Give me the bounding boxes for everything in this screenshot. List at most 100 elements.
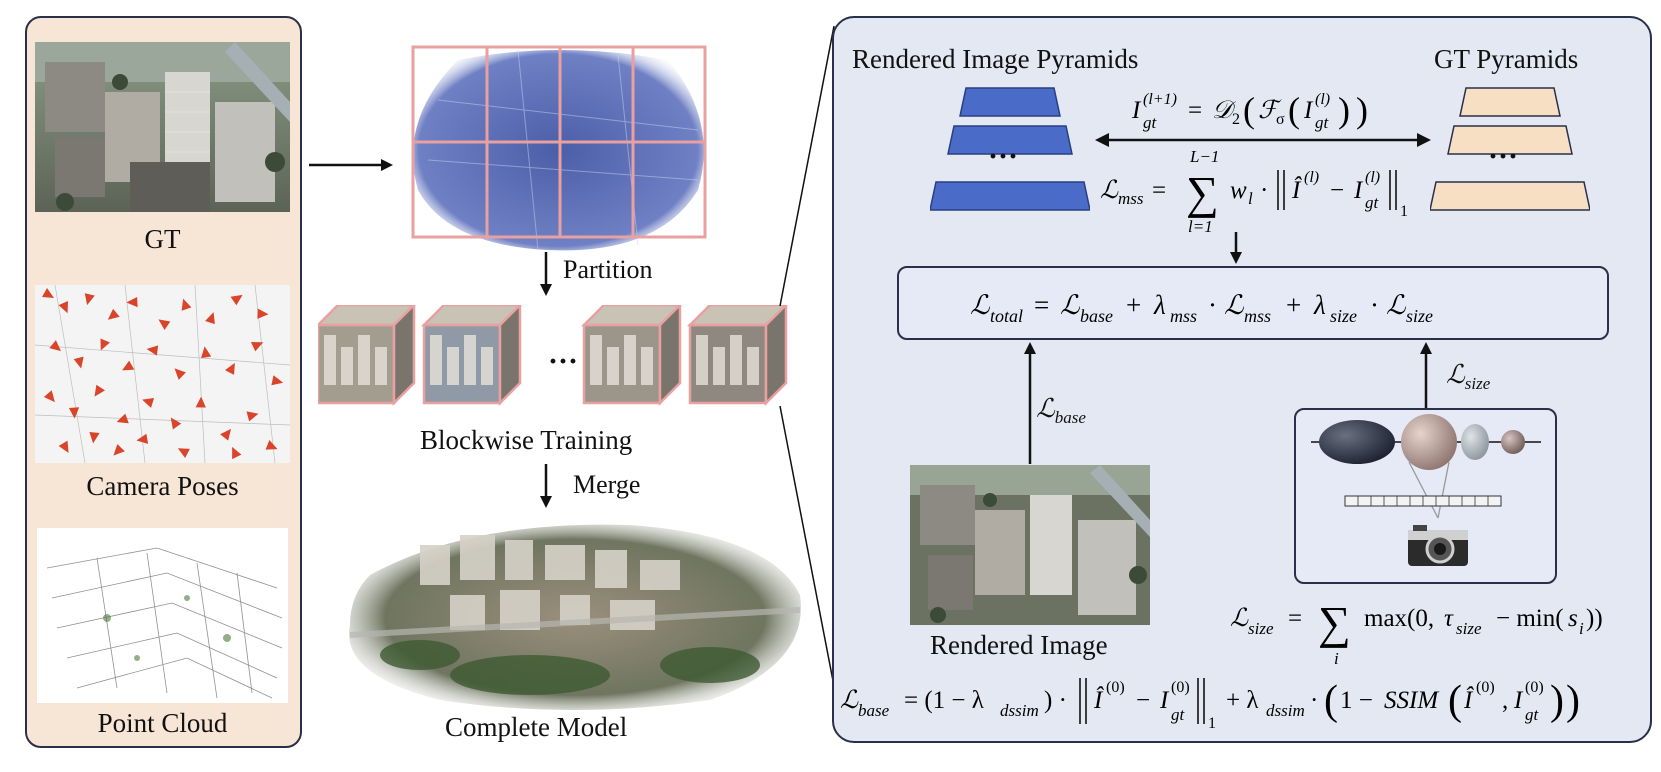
svg-text:(0): (0): [1476, 679, 1495, 696]
svg-text:ℒ: ℒ: [840, 687, 859, 714]
svg-text:): ): [1566, 678, 1580, 724]
svg-text:) ·: ) ·: [1044, 687, 1067, 714]
camera-poses-label: Camera Poses: [86, 471, 239, 501]
svg-text:size: size: [1248, 619, 1274, 638]
camera-marker-icon: [89, 431, 100, 444]
block-cubes: [318, 305, 788, 407]
block-cube: [318, 305, 416, 407]
svg-text:base: base: [1080, 306, 1113, 326]
svg-text:i: i: [1334, 649, 1339, 668]
camera-marker-icon: [225, 362, 235, 375]
svg-text:L−1: L−1: [1189, 147, 1219, 166]
double-arrow-icon: [1095, 133, 1431, 147]
mss-loss-equation: ℒ mss = L−1 ∑ l=1 w l · Î (l) − I gt (l)…: [1100, 147, 1408, 236]
svg-text:=: =: [1152, 177, 1166, 204]
svg-text:1 −: 1 −: [1340, 687, 1373, 714]
svg-text:ℒ: ℒ: [1386, 290, 1406, 320]
svg-text:·: ·: [1310, 687, 1318, 714]
svg-text:(l): (l): [1304, 169, 1319, 186]
svg-text:Î: Î: [1093, 686, 1104, 714]
camera-marker-icon: [42, 288, 54, 298]
svg-text:I: I: [1131, 97, 1142, 124]
svg-text:s: s: [1568, 605, 1578, 632]
gt-label: GT: [144, 224, 181, 254]
svg-text:ℒ: ℒ: [1060, 290, 1080, 320]
rendered-image: [910, 465, 1150, 625]
svg-text:max(0,: max(0,: [1364, 605, 1434, 632]
svg-text:I: I: [1513, 687, 1524, 714]
camera-marker-icon: [158, 319, 171, 330]
svg-text:=: =: [1288, 605, 1302, 632]
svg-text:)): )): [1586, 605, 1603, 632]
camera-marker-icon: [265, 440, 278, 450]
arrow-icon: [540, 464, 552, 508]
svg-text:λ: λ: [1153, 290, 1166, 320]
camera-marker-icon: [43, 390, 55, 403]
svg-text:+: +: [1286, 290, 1301, 320]
camera-marker-icon: [201, 346, 212, 359]
camera-marker-icon: [68, 407, 80, 419]
svg-text:(: (: [1288, 90, 1300, 130]
svg-text:(l): (l): [1315, 91, 1330, 108]
svg-text:ℒ: ℒ: [1230, 605, 1249, 632]
svg-text:gt: gt: [1525, 705, 1540, 724]
rendered-pyramid: [930, 87, 1090, 211]
svg-text:Î: Î: [1291, 176, 1302, 204]
camera-marker-icon: [205, 312, 215, 325]
svg-text:λ: λ: [1313, 290, 1326, 320]
partitioned-scene: [398, 40, 718, 255]
svg-text:l: l: [1248, 189, 1253, 208]
loss-size-label: ℒsize: [1446, 360, 1491, 394]
svg-text:+: +: [1126, 290, 1141, 320]
block-cube: [420, 305, 522, 407]
camera-marker-icon: [122, 360, 135, 371]
rendered-pyramid-ellipsis: ···: [988, 140, 1019, 173]
svg-text:size: size: [1406, 306, 1433, 326]
loss-base-label: ℒbase: [1036, 394, 1086, 428]
svg-text:dssim: dssim: [1000, 701, 1039, 720]
arrow-icon: [540, 252, 552, 296]
gt-pyramid-ellipsis: ···: [1488, 140, 1519, 173]
camera-marker-icon: [146, 345, 159, 356]
svg-text:(l): (l): [1365, 169, 1380, 186]
svg-text:dssim: dssim: [1266, 701, 1305, 720]
svg-text:size: size: [1456, 619, 1482, 638]
svg-text:τ: τ: [1444, 605, 1454, 632]
svg-text:·: ·: [1208, 290, 1217, 320]
arrow-icon: [1230, 232, 1242, 264]
camera-marker-icon: [107, 308, 120, 320]
svg-text:ℒ: ℒ: [970, 290, 990, 320]
point-cloud-image: [37, 528, 288, 703]
camera-marker-icon: [220, 428, 232, 441]
camera-marker-icon: [142, 398, 155, 408]
svg-text:,: ,: [1502, 687, 1508, 714]
camera-marker-icon: [126, 296, 138, 308]
svg-text:=: =: [1188, 97, 1202, 124]
camera-marker-icon: [94, 384, 105, 397]
camera-marker-icon: [257, 308, 269, 319]
camera-marker-icon: [116, 413, 129, 424]
total-loss-equation: ℒ total = ℒ base + λ mss · ℒ mss + λ siz…: [970, 290, 1433, 326]
svg-text:∑: ∑: [1186, 167, 1219, 218]
svg-text:Î: Î: [1463, 686, 1474, 714]
camera-marker-icon: [232, 446, 242, 460]
arrow-icon: [1420, 342, 1432, 408]
camera-marker-icon: [170, 417, 182, 430]
svg-text:total: total: [990, 306, 1023, 326]
svg-text:ℒ: ℒ: [1100, 177, 1119, 204]
complete-model: [330, 515, 815, 715]
point-cloud-label: Point Cloud: [97, 708, 228, 738]
svg-text:σ: σ: [1276, 111, 1285, 128]
blockwise-training-label: Blockwise Training: [420, 425, 633, 455]
svg-text:mss: mss: [1170, 306, 1197, 326]
svg-text:): ): [1356, 90, 1368, 130]
svg-text:i: i: [1579, 619, 1584, 638]
camera-marker-icon: [49, 340, 62, 352]
arrow-icon: [1024, 342, 1036, 464]
camera-marker-icon: [136, 433, 149, 444]
gt-photo: [35, 42, 290, 212]
base-loss-equation: ℒ base = (1 − λ dssim ) · Î (0) − I gt (…: [840, 678, 1580, 732]
svg-text:): ): [1338, 90, 1350, 130]
total-loss-box: [897, 266, 1609, 340]
svg-text:(l+1): (l+1): [1143, 91, 1177, 108]
